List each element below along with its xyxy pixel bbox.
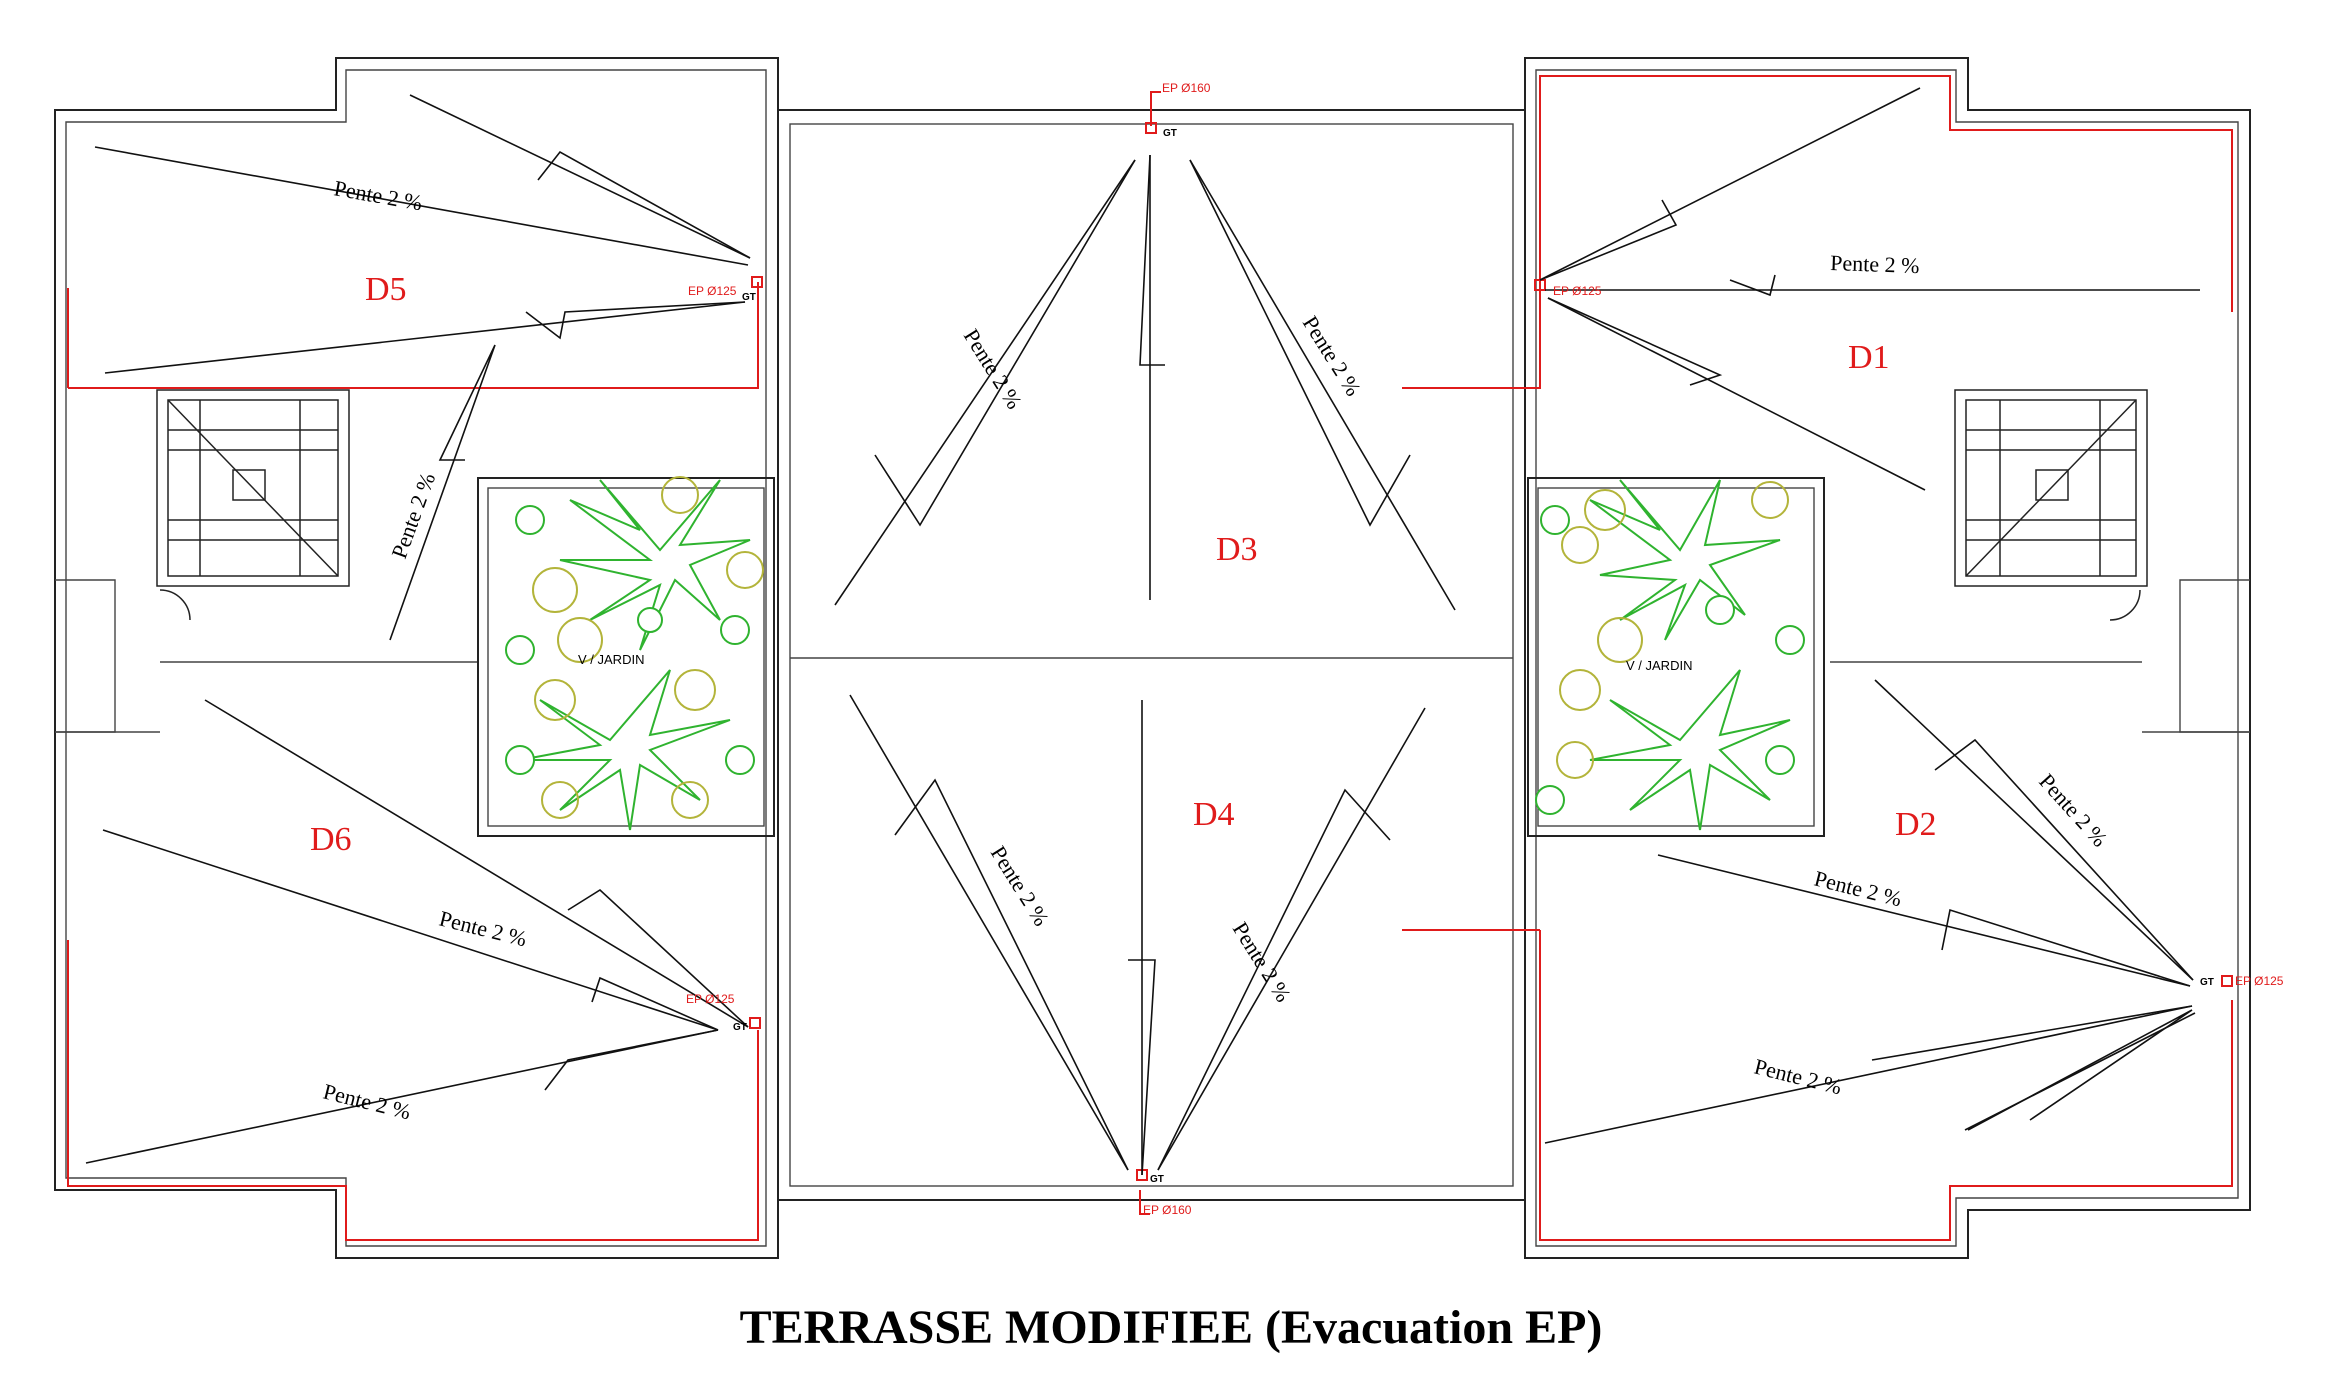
drain-label-d1: EP Ø125 [1553, 284, 1602, 298]
gully-label-d6: GT [733, 1022, 747, 1033]
garden-left [477, 476, 775, 837]
slope-label-d6-top: Pente 2 % [437, 906, 530, 952]
gully-label-bottom: GT [1150, 1174, 1164, 1185]
building-walls [54, 57, 2251, 1259]
fern-icon [1535, 505, 1805, 815]
slope-label-d2-bottom: Pente 2 % [1752, 1054, 1845, 1100]
stairwell-right [1954, 389, 2148, 621]
gully-label-d2: GT [2200, 977, 2214, 988]
drain-label-top: EP Ø160 [1162, 81, 1211, 95]
gully-label-top: GT [1163, 128, 1177, 139]
palm-plant-icon [1589, 479, 1791, 831]
rainwater-pipes [67, 75, 2233, 1241]
garden-right [1527, 477, 1825, 837]
drain-label-d6: EP Ø125 [686, 992, 735, 1006]
shrub-icon [1556, 481, 1789, 779]
palm-plant-icon [519, 479, 751, 831]
drain-label-d5: EP Ø125 [688, 284, 737, 298]
garden-label-right: V / JARDIN [1626, 658, 1692, 673]
slope-label-d5-top: Pente 2 % [332, 175, 424, 215]
fern-icon [505, 505, 755, 775]
zone-label-d4: D4 [1193, 796, 1235, 833]
slope-label-d6-bottom: Pente 2 % [321, 1079, 414, 1125]
gully-label-d5: GT [742, 292, 756, 303]
slope-label-d5-stair: Pente 2 % [386, 469, 440, 561]
slope-label-d2-right: Pente 2 % [2034, 769, 2112, 852]
garden-label-left: V / JARDIN [578, 652, 644, 667]
zone-label-d5: D5 [365, 271, 407, 308]
zone-label-d2: D2 [1895, 806, 1937, 843]
drain-label-bottom: EP Ø160 [1143, 1203, 1192, 1217]
zone-label-d1: D1 [1848, 339, 1890, 376]
slope-label-d1: Pente 2 % [1830, 250, 1920, 278]
page-title: TERRASSE MODIFIEE (Evacuation EP) [739, 1301, 1603, 1354]
slope-label-d4-right: Pente 2 % [1228, 917, 1296, 1006]
zone-label-d3: D3 [1216, 531, 1258, 568]
stairwell-left [156, 389, 350, 621]
zone-label-d6: D6 [310, 821, 352, 858]
shrub-icon [532, 476, 764, 819]
slope-label-d3-right: Pente 2 % [1298, 311, 1366, 400]
slope-label-d4-left: Pente 2 % [986, 841, 1054, 930]
slope-lines [85, 87, 2200, 1176]
drain-label-d2: EP Ø125 [2235, 974, 2284, 988]
